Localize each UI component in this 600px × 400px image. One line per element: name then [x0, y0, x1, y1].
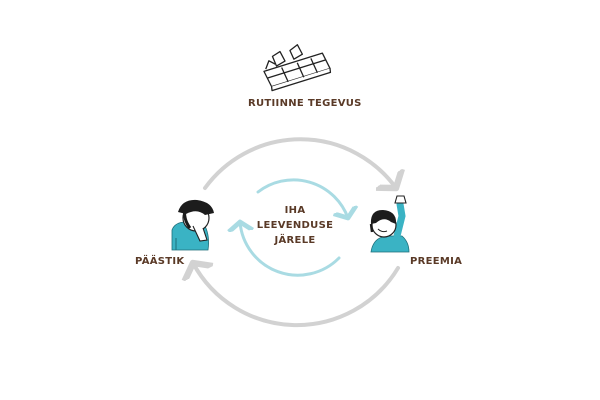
thinking-person-icon — [171, 199, 214, 251]
chocolate-bar-icon — [263, 44, 332, 92]
center-line-1: IHA — [284, 205, 306, 216]
cheering-person-icon — [369, 195, 410, 253]
outer-arrow-top — [203, 137, 396, 188]
center-line-3: JÄRELE — [274, 235, 316, 246]
inner-arrow-top — [256, 178, 348, 218]
center-line-2: LEEVENDUSE — [256, 220, 334, 231]
outer-arrow-bottom — [193, 263, 400, 328]
trigger-label: PÄÄSTIK — [135, 256, 185, 267]
routine-label: RUTIINNE TEGEVUS — [248, 98, 362, 109]
inner-arrow-bottom — [240, 222, 341, 277]
center-text: IHA LEEVENDUSE JÄRELE — [250, 203, 340, 248]
reward-label: PREEMIA — [410, 256, 463, 267]
